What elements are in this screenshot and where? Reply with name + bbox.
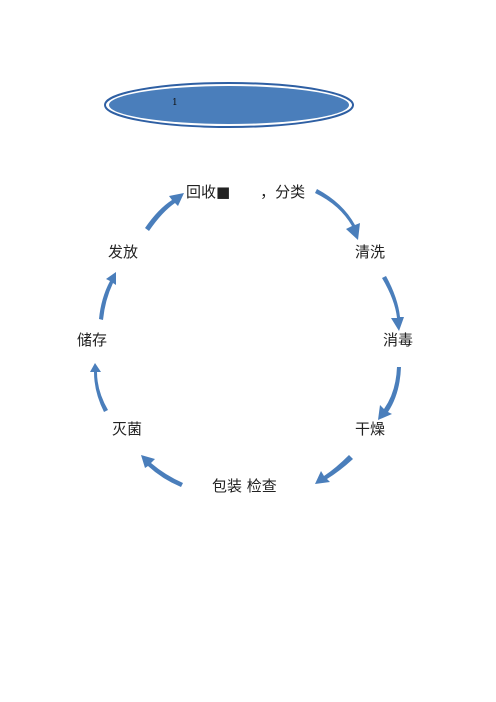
title-ellipse-outer-ring — [104, 82, 354, 128]
step-store: 储存 — [77, 331, 108, 349]
step-disinfect: 消毒 — [383, 331, 414, 349]
step-sterilize: 灭菌 — [112, 420, 143, 438]
arrow-dry-to-pack — [315, 455, 353, 484]
arrow-clean-to-disinfect — [382, 276, 404, 331]
arrow-sterilize-to-store — [90, 363, 108, 412]
arrow-pack-to-sterilize — [141, 455, 183, 487]
arrow-store-to-issue — [99, 272, 116, 320]
title-badge-text: 1 — [172, 98, 178, 108]
step-clean: 清洗 — [355, 243, 386, 261]
arrow-disinfect-to-dry — [378, 367, 401, 420]
step-pack-inspect: 包装 检查 — [212, 477, 277, 495]
title-ellipse — [109, 86, 349, 124]
arrow-issue-to-recycle — [145, 193, 184, 231]
step-recycle-sort: 回收■ ，分类 — [186, 183, 306, 201]
cycle-arrows — [90, 189, 404, 487]
arrow-sort-to-clean — [315, 189, 360, 240]
step-dry: 干燥 — [355, 420, 386, 438]
step-issue: 发放 — [108, 243, 139, 261]
